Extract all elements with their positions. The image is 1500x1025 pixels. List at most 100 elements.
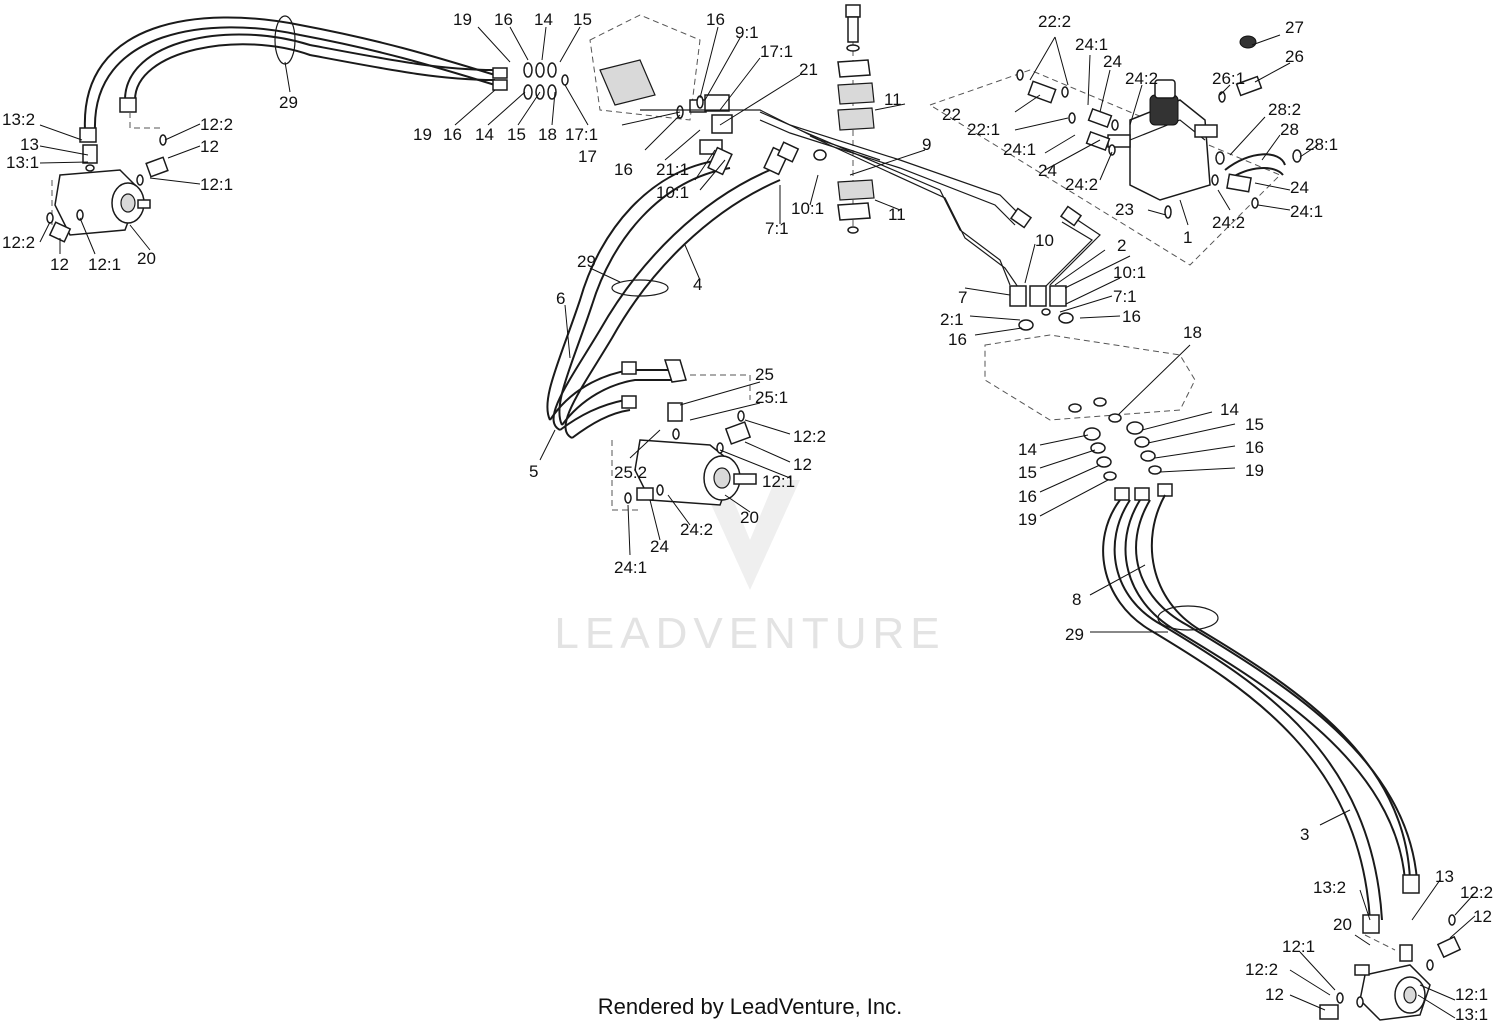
callout: 24 bbox=[650, 537, 669, 556]
callout: 25 bbox=[755, 365, 774, 384]
callout: 29 bbox=[1065, 625, 1084, 644]
callout: 7 bbox=[958, 288, 967, 307]
callout: 12 bbox=[200, 137, 219, 156]
hose-clamp-assembly bbox=[837, 4, 875, 234]
leader-lines bbox=[39, 26, 1476, 1019]
callout: 23 bbox=[1115, 200, 1134, 219]
callout: 19 bbox=[1018, 510, 1037, 529]
callout-labels: 19 16 14 15 16 9:1 17:1 21 19 16 14 15 1… bbox=[2, 10, 1493, 1024]
callout: 24:2 bbox=[1065, 175, 1098, 194]
callout: 16 bbox=[706, 10, 725, 29]
callout: 12:1 bbox=[1455, 985, 1488, 1004]
callout: 12 bbox=[793, 455, 812, 474]
callout: 13:2 bbox=[1313, 878, 1346, 897]
callout: 10:1 bbox=[1113, 263, 1146, 282]
callout: 16 bbox=[1245, 438, 1264, 457]
callout: 13 bbox=[1435, 867, 1454, 886]
callout: 24 bbox=[1038, 161, 1057, 180]
callout: 22:1 bbox=[967, 120, 1000, 139]
callout: 16 bbox=[948, 330, 967, 349]
callout: 25:1 bbox=[755, 388, 788, 407]
callout: 19 bbox=[1245, 461, 1264, 480]
callout: 11 bbox=[888, 205, 906, 224]
right-bracket bbox=[984, 334, 1196, 501]
callout: 16 bbox=[1122, 307, 1141, 326]
callout: 12:1 bbox=[88, 255, 121, 274]
callout: 15 bbox=[507, 125, 526, 144]
callout: 14 bbox=[1220, 400, 1239, 419]
callout: 26:1 bbox=[1212, 69, 1245, 88]
callout: 9 bbox=[922, 135, 931, 154]
callout: 28:2 bbox=[1268, 100, 1301, 119]
callout: 19 bbox=[413, 125, 432, 144]
render-credit: Rendered by LeadVenture, Inc. bbox=[597, 994, 903, 1019]
callout: 14 bbox=[1018, 440, 1037, 459]
callout: 13:2 bbox=[2, 110, 35, 129]
callout: 24:2 bbox=[1212, 213, 1245, 232]
callout: 24:1 bbox=[1003, 140, 1036, 159]
callout: 12:2 bbox=[1245, 960, 1278, 979]
callout: 18 bbox=[538, 125, 557, 144]
callout: 6 bbox=[556, 289, 565, 308]
callout: 12:1 bbox=[200, 175, 233, 194]
callout: 27 bbox=[1285, 18, 1304, 37]
callout: 24:2 bbox=[680, 520, 713, 539]
callout: 24 bbox=[1290, 178, 1309, 197]
callout: 7:1 bbox=[765, 219, 789, 238]
steel-tubes bbox=[759, 111, 1101, 331]
callout: 20 bbox=[1333, 915, 1352, 934]
callout: 14 bbox=[475, 125, 494, 144]
callout: 12:2 bbox=[793, 427, 826, 446]
callout: 12:1 bbox=[762, 472, 795, 491]
callout: 17:1 bbox=[760, 42, 793, 61]
callout: 29 bbox=[279, 93, 298, 112]
callout: 2:1 bbox=[940, 310, 964, 329]
center-hoses bbox=[546, 141, 827, 439]
callout: 17:1 bbox=[565, 125, 598, 144]
callout: 9:1 bbox=[735, 23, 759, 42]
callout: 16 bbox=[1018, 487, 1037, 506]
callout: 29 bbox=[577, 252, 596, 271]
watermark: LEADVENTURE bbox=[554, 480, 945, 658]
callout: 1 bbox=[1183, 228, 1192, 247]
callout: 5 bbox=[529, 462, 538, 481]
callout: 28 bbox=[1280, 120, 1299, 139]
callout: 10:1 bbox=[656, 183, 689, 202]
callout: 12:2 bbox=[2, 233, 35, 252]
callout: 10:1 bbox=[791, 199, 824, 218]
callout: 22 bbox=[942, 105, 961, 124]
callout: 20 bbox=[137, 249, 156, 268]
right-long-hoses bbox=[1102, 494, 1420, 934]
callout: 12:2 bbox=[200, 115, 233, 134]
callout: 15 bbox=[1245, 415, 1264, 434]
callout: 17 bbox=[578, 147, 597, 166]
callout: 22:2 bbox=[1038, 12, 1071, 31]
center-pump bbox=[611, 374, 757, 511]
callout: 12 bbox=[1265, 985, 1284, 1004]
callout: 7:1 bbox=[1113, 287, 1137, 306]
callout: 26 bbox=[1285, 47, 1304, 66]
callout: 16 bbox=[494, 10, 513, 29]
callout: 12:1 bbox=[1282, 937, 1315, 956]
callout: 13:1 bbox=[6, 153, 39, 172]
callout: 13 bbox=[20, 135, 39, 154]
callout: 18 bbox=[1183, 323, 1202, 342]
callout: 14 bbox=[534, 10, 553, 29]
callout: 15 bbox=[1018, 463, 1037, 482]
callout: 21 bbox=[799, 60, 818, 79]
callout: 21:1 bbox=[656, 160, 689, 179]
callout: 10 bbox=[1035, 231, 1054, 250]
callout: 16 bbox=[614, 160, 633, 179]
callout: 12 bbox=[50, 255, 69, 274]
top-left-pump bbox=[46, 112, 169, 243]
watermark-text: LEADVENTURE bbox=[554, 609, 945, 658]
callout: 12:2 bbox=[1460, 883, 1493, 902]
callout: 24:1 bbox=[614, 558, 647, 577]
callout: 19 bbox=[453, 10, 472, 29]
callout: 3 bbox=[1300, 825, 1309, 844]
callout: 28:1 bbox=[1305, 135, 1338, 154]
callout: 24:1 bbox=[1075, 35, 1108, 54]
callout: 4 bbox=[693, 275, 702, 294]
callout: 15 bbox=[573, 10, 592, 29]
